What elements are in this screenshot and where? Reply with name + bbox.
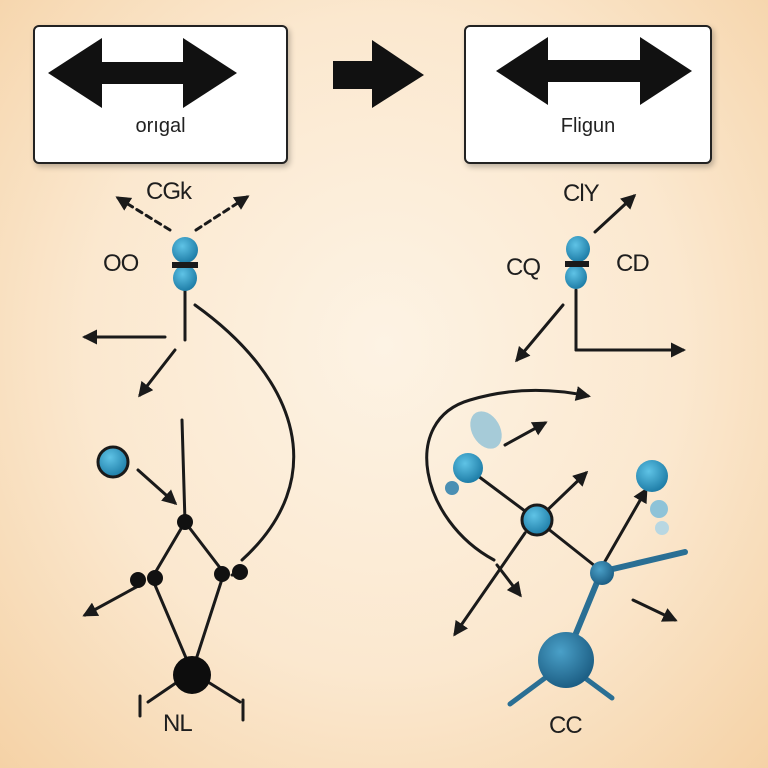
right-bottom-label: CC [549,712,583,739]
right-blue-node [453,453,483,483]
right-double-arrow-icon [496,37,692,105]
left-nodes [96,237,248,694]
left-bottom-label: NL [163,710,193,737]
right-side-right-label: CD [616,250,650,277]
left-header-box: orıgal [33,25,288,164]
right-bottom-node [538,632,594,688]
left-bottom-node [173,656,211,694]
left-molecule-diagram [82,195,296,722]
right-box-label: Fligun [560,115,616,137]
right-faded-node [470,411,502,449]
right-center-node [520,503,554,537]
left-box-label: orıgal [135,115,186,137]
right-header-box: Fligun [464,25,712,164]
left-side-label: OO [103,250,139,277]
left-top-node [172,237,198,263]
right-top-node [566,236,590,262]
right-nodes [445,236,688,707]
left-blue-node [96,445,130,479]
left-double-arrow-icon [48,38,237,108]
transition-arrow-icon [333,40,424,108]
left-junction-node [177,514,193,530]
right-top-label: ClY [563,180,600,207]
left-top-node-lower [173,265,197,291]
right-side-left-label: CQ [506,254,541,281]
left-top-label: CGk [146,178,192,205]
